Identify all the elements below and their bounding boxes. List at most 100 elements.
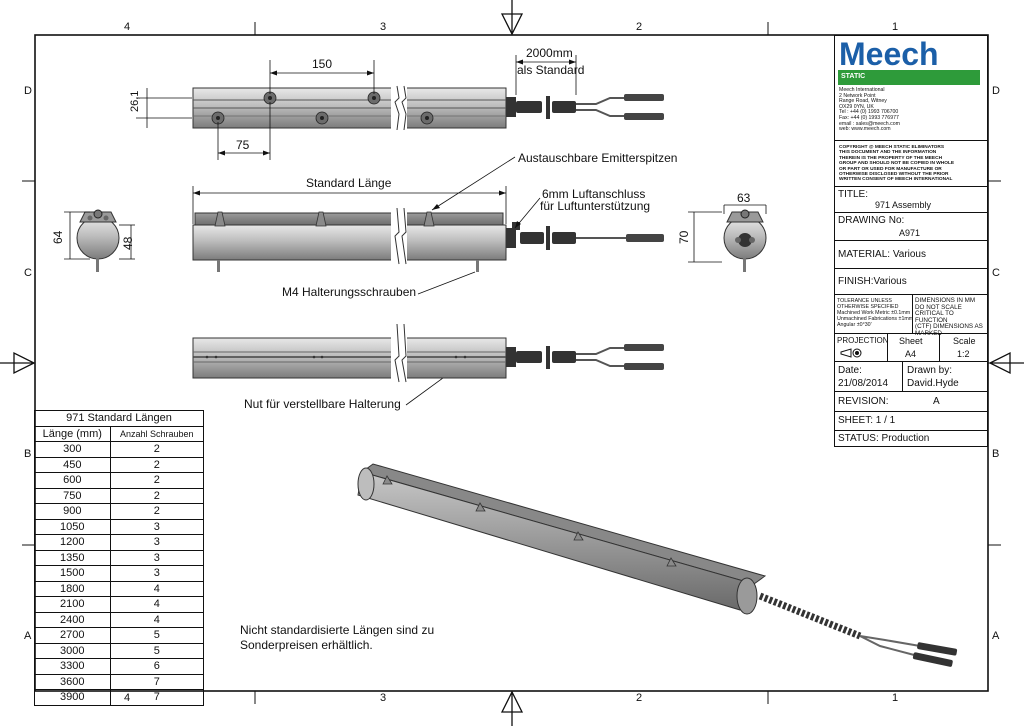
row-label-a-left: A [24, 630, 32, 642]
address-line: Range Road, Witney [839, 98, 887, 105]
date-label: Date: [838, 365, 862, 376]
cell-screws: 4 [109, 596, 205, 613]
col-label-2-bottom: 2 [636, 692, 643, 704]
dim-26: 26,1 [129, 90, 141, 112]
copyright-line: COPYRIGHT @ MEECH STATIC ELIMINATORS [839, 145, 945, 150]
drawing-value: A971 [899, 228, 921, 238]
row-label-a-right: A [992, 630, 1000, 642]
cell-length: 600 [34, 472, 111, 489]
label-m4: M4 Halterungsschrauben [282, 285, 417, 299]
sheet-count: SHEET: 1 / 1 [838, 415, 896, 426]
scale-value: 1:2 [957, 349, 970, 359]
label-nut: Nut für verstellbare Halterung [244, 397, 401, 411]
row-label-d-right: D [992, 85, 1000, 97]
label-emitter: Austauschbare Emitterspitzen [518, 151, 678, 165]
logo-sub: STATIC [841, 73, 866, 80]
row-label-b-left: B [24, 448, 32, 460]
drawn-label: Drawn by: [907, 365, 953, 376]
cell-screws: 5 [109, 627, 205, 644]
copyright-line: THEREIN IS THE PROPERTY OF THE MEECH [839, 155, 943, 161]
col-label-1-bottom: 1 [892, 692, 899, 704]
dim-63: 63 [737, 191, 751, 205]
cell-length: 1350 [34, 549, 111, 566]
tolerance-line: OTHERWISE SPECIFIED [837, 304, 899, 310]
cell-length: 3000 [34, 642, 111, 659]
table-title: 971 Standard Längen [34, 410, 204, 427]
bottom-view [192, 323, 664, 383]
sheet-value: A4 [905, 349, 917, 359]
row-label-c-left: C [24, 267, 32, 279]
drawn-value: David.Hyde [907, 378, 959, 389]
projection-label: PROJECTION [837, 336, 889, 345]
cell-screws: 3 [109, 534, 205, 551]
note-line-1: Nicht standardisierte Längen sind zu [240, 623, 435, 637]
tolerance-line: Angular ±0°30' [837, 322, 872, 328]
cell-screws: 6 [109, 658, 205, 675]
cell-screws: 2 [109, 456, 205, 473]
address-line: OX29 0YN, UK [839, 103, 874, 110]
copyright-line: THIS DOCUMENT AND THE INFORMATION [839, 150, 937, 156]
label-air-2: für Luftunterstützung [540, 199, 651, 213]
isometric-view [357, 463, 958, 667]
title-label: TITLE: [838, 189, 869, 200]
row-label-c-right: C [992, 267, 1000, 279]
title-value: 971 Assembly [875, 200, 932, 210]
drawing-label: DRAWING No: [838, 215, 905, 226]
dimensions-note-line: CRITICAL TO FUNCTION [915, 310, 954, 324]
dim-75: 75 [236, 138, 250, 152]
dim-standard-laenge: Standard Länge [306, 176, 392, 190]
dim-70: 70 [677, 230, 691, 244]
label-air-1: 6mm Luftanschluss [542, 187, 646, 201]
cell-screws: 2 [109, 503, 205, 520]
front-view [192, 156, 664, 406]
tolerance-line: Unmachined Fabrications ±1mm [837, 316, 914, 322]
dim-64: 64 [51, 230, 65, 244]
row-label-b-right: B [992, 448, 1000, 460]
address-line: Tel : +44 (0) 1993 706700 [839, 109, 899, 116]
address-line: 2 Network Point [839, 92, 876, 99]
cell-screws: 7 [109, 673, 205, 690]
col-label-3-bottom: 3 [380, 692, 387, 704]
dim-150: 150 [312, 57, 333, 71]
cell-length: 1050 [34, 518, 111, 535]
revision-label: REVISION: [838, 396, 889, 407]
logo-green-bar [838, 70, 980, 85]
cell-length: 1800 [34, 580, 111, 597]
cell-length: 3300 [34, 658, 111, 675]
cell-length: 3900 [34, 689, 111, 706]
top-view [136, 55, 664, 160]
tolerance-line: TOLERANCE UNLESS [837, 298, 892, 304]
address-line: Fax: +44 (0) 1993 776977 [839, 114, 899, 121]
cell-screws: 4 [109, 611, 205, 628]
copyright-line: GROUP AND SHOULD NOT BE COPIED IN WHOLE [839, 161, 955, 167]
dimensions-note-line: DIMENSIONS IN MM [915, 297, 976, 304]
date-value: 21/08/2014 [838, 378, 889, 389]
cell-length: 300 [34, 441, 111, 458]
cell-screws: 2 [109, 472, 205, 489]
tolerance-line: Machined Work Metric ±0.1mm [837, 310, 911, 316]
note-line-2: Sonderpreisen erhältlich. [240, 638, 373, 652]
address-line: Meech International [839, 87, 885, 93]
material: MATERIAL: Various [838, 249, 926, 260]
address-line: web: www.meech.com [839, 126, 891, 133]
cell-screws: 2 [109, 487, 205, 504]
cell-length: 2400 [34, 611, 111, 628]
revision-value: A [933, 396, 940, 407]
cell-screws: 5 [109, 642, 205, 659]
row-label-d-left: D [24, 85, 32, 97]
